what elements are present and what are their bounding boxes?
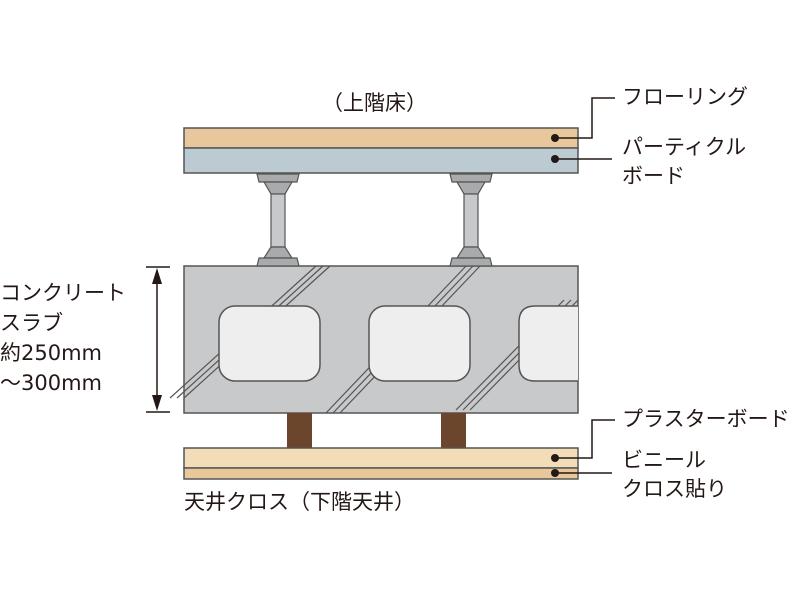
slab-label-1: コンクリート: [0, 281, 126, 305]
particle-board-layer: [183, 147, 579, 174]
upper-floor-title: （上階床）: [322, 91, 427, 115]
slab-hole: [368, 305, 471, 382]
joist: [287, 413, 312, 448]
slab-label-3: 約250mm: [0, 341, 102, 365]
vinyl-cloth-layer: [183, 467, 579, 480]
thickness-arrow: [146, 266, 170, 413]
particle-board-label-2: ボード: [622, 164, 685, 188]
floor-support: [256, 173, 300, 267]
floor-support: [449, 173, 493, 267]
slab-label-4: ～300mm: [0, 371, 102, 395]
plaster-board-label: プラスターボード: [622, 407, 790, 431]
ceiling-cloth-label: 天井クロス（下階天井）: [184, 490, 415, 514]
slab-hole: [218, 305, 321, 382]
slab-hole: [518, 305, 578, 382]
vinyl-cloth-label-2: クロス貼り: [622, 477, 727, 501]
plaster-board-layer: [183, 447, 579, 469]
vinyl-cloth-label-1: ビニール: [622, 448, 706, 472]
floor-supports: [256, 173, 493, 267]
leader-lines: [555, 97, 615, 474]
flooring-layer: [183, 127, 579, 149]
particle-board-label-1: パーティクル: [622, 135, 747, 159]
slab-label-2: スラブ: [0, 311, 63, 335]
flooring-label: フローリング: [622, 85, 748, 109]
joist: [441, 413, 466, 448]
